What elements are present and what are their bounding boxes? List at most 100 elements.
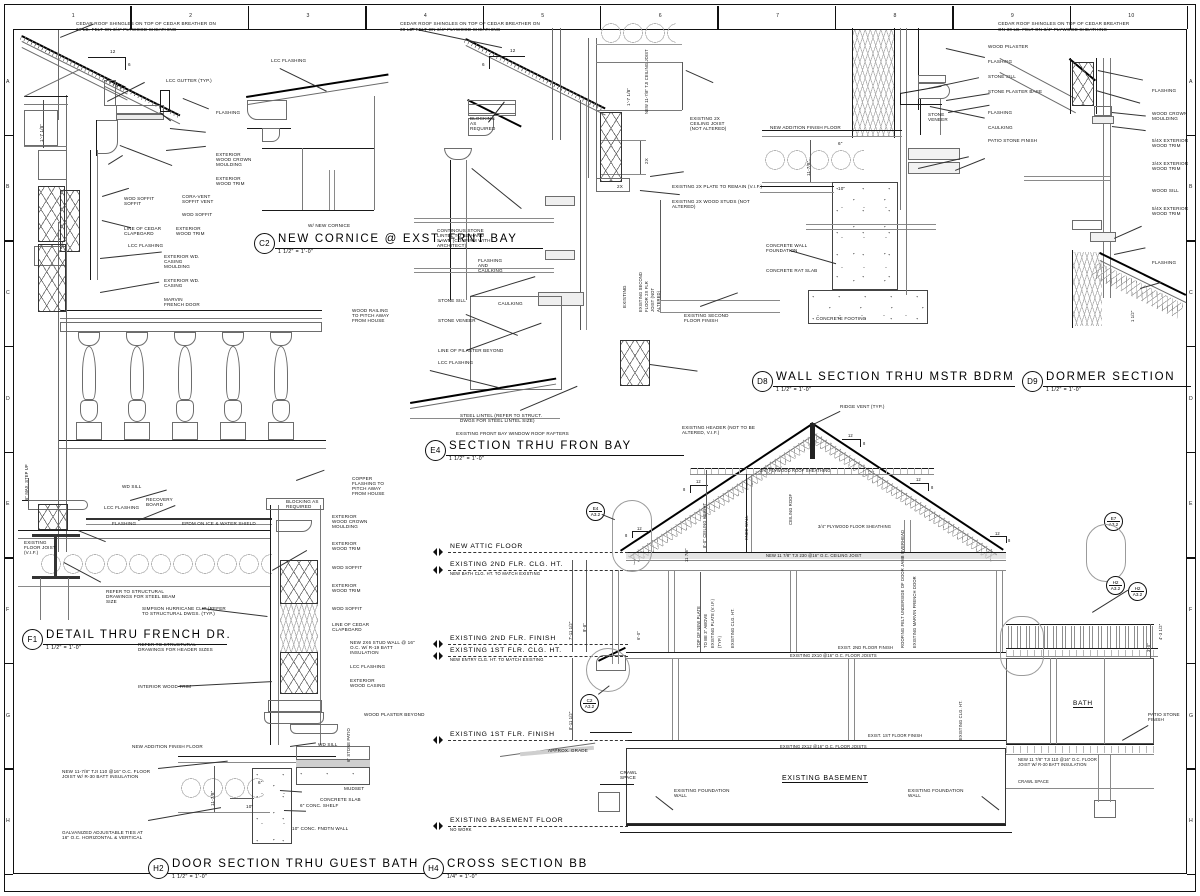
zone-label-row-F: F (1189, 606, 1193, 613)
ref-bubble-e4[interactable]: E4 A3.2 (586, 502, 605, 521)
attic-ceiling (690, 474, 934, 475)
partition (672, 658, 673, 740)
detail-bubble-h2[interactable]: H2 (148, 858, 169, 879)
h2-note-fndtnwall: 10" CONC. FNDTN WALL (292, 826, 349, 831)
attic-wall (910, 520, 911, 552)
break-line (806, 229, 936, 230)
ref-bubble-h2-a[interactable]: H2 A3.2 (1106, 576, 1125, 595)
bb-note-existclg2: EXISTING CLG. HT. (958, 700, 963, 740)
footing-line (620, 832, 1012, 833)
level-sub-5: NO WORK (450, 827, 472, 832)
second-floor-line (626, 652, 1006, 653)
wall-line (374, 96, 375, 210)
zone-label-col-7: 7 (776, 13, 780, 19)
note-casing2: CASING (164, 283, 183, 288)
pitch-run (690, 485, 708, 486)
patio-stone (908, 148, 960, 160)
f1-note-header2: DRAWINGS FOR HEADER SIZES (138, 647, 213, 652)
ref-bubble-h2-b[interactable]: H2 A3.2 (1128, 582, 1147, 601)
pitch-run (990, 536, 1006, 537)
dim-line (660, 200, 661, 300)
f1-note-flashto: FLASHING TO (352, 481, 385, 486)
deck-line (1006, 656, 1158, 657)
level-line (448, 656, 628, 657)
dim-line (572, 658, 573, 740)
zone-tick-row (1187, 240, 1196, 242)
detail-scale-d8: 1 1/2" = 1'-0" (776, 386, 812, 393)
f1-note-ext-b: EXTERIOR (332, 541, 357, 546)
zone-tick-col (834, 6, 837, 29)
detail-bubble-f1[interactable]: F1 (22, 629, 43, 650)
detail-bubble-d8[interactable]: D8 (752, 371, 773, 392)
pitch-run (632, 531, 648, 532)
pier-footing (1094, 800, 1116, 818)
partition (1056, 658, 1057, 744)
zone-tick-row (4, 662, 13, 665)
zone-tick-row (4, 345, 13, 348)
pitch-rise (632, 531, 633, 538)
bb-note-roofingfelt: ROOFING FELT UNDERSIDE OF DOOR JAMB OVER… (900, 529, 905, 648)
dim-line (28, 478, 29, 508)
f1-note-stepup: 6" MAX. STEP UP (24, 464, 29, 500)
e4-note-pilaster: LINE OF PILASTER BEYOND (438, 348, 504, 353)
wall-line (552, 28, 553, 140)
note-marvin: MARVIN (164, 297, 183, 302)
zone-label-row-G: G (1189, 712, 1194, 719)
e4-note-studs2: ALTERED) (672, 204, 696, 209)
e4-note-lccflash: LCC FLASHING (438, 360, 474, 365)
bb-pitch-run-1: 12 (848, 433, 853, 438)
stud-hatch (600, 112, 622, 182)
bb-pitch-rise-5: 8 (1008, 538, 1011, 543)
f1-note-fromhouse2: FROM HOUSE (352, 318, 385, 323)
jamb-line (278, 505, 279, 745)
detail-scale-h4: 1/4" = 1'-0" (447, 873, 478, 880)
level-title-3: EXISTING 1ST FLR. CLG. HT. (450, 647, 562, 654)
e4-note-caulking: CAULKING (498, 301, 523, 306)
footing-hatch (808, 290, 928, 324)
e4-2x-a: 2X (644, 158, 649, 164)
e4-note-lintel1: CONTINOUS STONE (437, 228, 484, 233)
detail-bubble-d9[interactable]: D9 (1022, 371, 1043, 392)
e4-note-lintel4: ARCHITECT) (437, 243, 467, 248)
detail-bubble-e4[interactable]: E4 (425, 440, 446, 461)
zone-tick-row (4, 240, 13, 242)
porch-wall (618, 570, 619, 664)
rail-bottom (58, 448, 326, 449)
e4-existing-2nd4: ALTERED) (656, 290, 661, 312)
bay-roof-under (410, 418, 560, 419)
attic-wall (904, 520, 905, 552)
d8-note-flashing: FLASHING (988, 59, 1013, 64)
dim-line (706, 470, 707, 552)
ref-bubble-c2[interactable]: C2 A3.2 (580, 694, 599, 713)
note-frenchdoor: FRENCH DOOR (164, 302, 200, 307)
cornice-crown (247, 100, 287, 120)
wall-line (302, 148, 303, 210)
title-underline (444, 872, 676, 874)
bb-dim-6-0: 6'-0" (636, 631, 641, 640)
e4-note-flash2: AND (478, 263, 489, 268)
bb-note-newjoist2: JOIST W/ R-30 BATT INSULATION (1018, 762, 1087, 767)
bb-pitch-rise-4: 8 (625, 533, 628, 538)
zone-label-row-F: F (6, 606, 10, 613)
zone-label-row-G: G (6, 712, 11, 719)
partition (796, 570, 797, 652)
break-line (414, 272, 554, 273)
wall-line (852, 28, 853, 138)
stud-hatch (38, 244, 66, 312)
pilaster-line (940, 99, 941, 135)
zone-label-row-H: H (6, 818, 10, 825)
zone-label-row-C: C (6, 290, 10, 297)
detail-bubble-h4[interactable]: H4 (423, 858, 444, 879)
h2-note-concshelf: 6" CONC. SHELF (300, 803, 339, 808)
zone-label-row-E: E (1189, 501, 1193, 508)
floor-joist-insulation (764, 140, 864, 180)
ref-top: H2 (1134, 585, 1141, 591)
room-label-bath: BATH (1073, 700, 1093, 708)
partition (996, 570, 997, 652)
f1-note-vif: (V.I.F.) (24, 550, 39, 555)
detail-bubble-c2[interactable]: C2 (254, 233, 275, 254)
plate-line (600, 140, 646, 141)
level-line (448, 740, 628, 741)
datum-marker (433, 652, 443, 661)
floor-bottom (178, 812, 270, 813)
